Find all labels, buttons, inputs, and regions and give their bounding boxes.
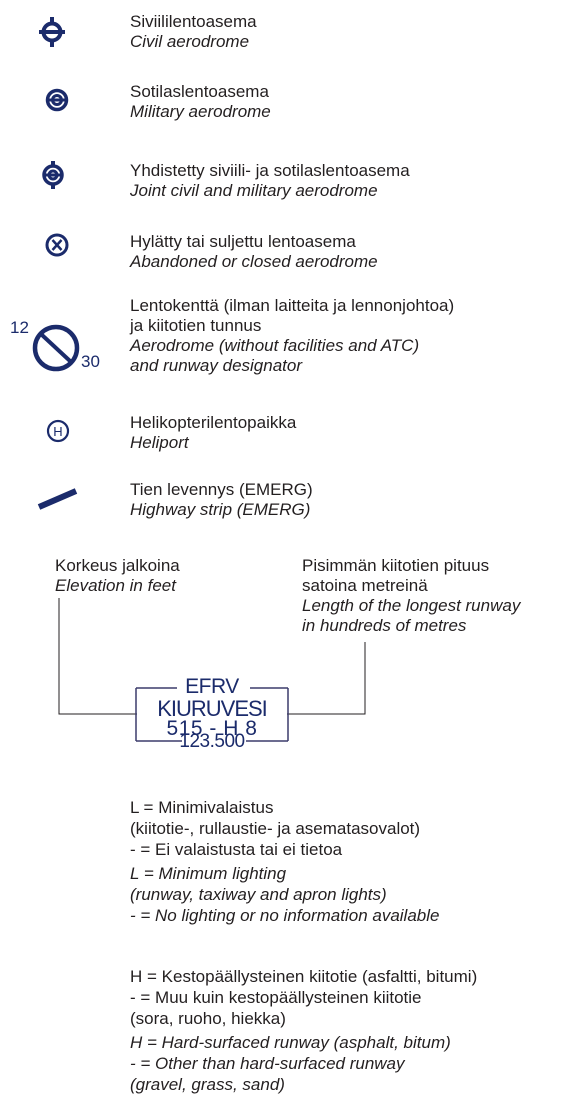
runway-length-callout: Pisimmän kiitotien pituus satoina metrei… [302,556,520,636]
surface-en1: H = Hard-surfaced runway (asphalt, bitum… [130,1033,451,1052]
joint-label-en: Joint civil and military aerodrome [130,181,378,200]
elevation-label-en: Elevation in feet [55,576,176,595]
airfield-label-fi2: ja kiitotien tunnus [130,316,262,335]
abandoned-label-fi: Hylätty tai suljettu lentoasema [130,232,356,251]
joint-aerodrome-icon [42,161,64,189]
legend-heliport-text: Helikopterilentopaikka Heliport [130,413,296,453]
aerodrome-name: KIURUVESI [157,696,268,721]
surface-explanation: H = Kestopäällysteinen kiitotie (asfaltt… [130,966,477,1095]
runway-length-fi1: Pisimmän kiitotien pituus [302,556,490,575]
lighting-explanation: L = Minimivalaistus (kiitotie-, rullaust… [130,797,439,926]
abandoned-aerodrome-icon [45,233,69,257]
runway-number-a: 12 [10,318,29,337]
military-label-en: Military aerodrome [130,102,271,121]
surface-en3: (gravel, grass, sand) [130,1075,285,1094]
surface-fi1: H = Kestopäällysteinen kiitotie (asfaltt… [130,967,478,986]
highway-label-fi: Tien levennys (EMERG) [130,480,313,499]
civil-aerodrome-icon [39,17,65,47]
runway-length-fi2: satoina metreinä [302,576,428,595]
airfield-label-fi: Lentokenttä (ilman laitteita ja lennonjo… [130,296,455,315]
highway-strip-icon [37,488,78,510]
heliport-label-en: Heliport [130,433,189,452]
heliport-icon: H [46,419,70,443]
heliport-label-fi: Helikopterilentopaikka [130,413,297,432]
surface-fi2: - = Muu kuin kestopäällysteinen kiitotie [130,988,422,1007]
lighting-fi1: L = Minimivalaistus [130,798,274,817]
airfield-icon [32,324,80,372]
aerodrome-info-line: 515 - H 8 [166,717,258,740]
highway-label-en: Highway strip (EMERG) [130,500,311,519]
lighting-en2: (runway, taxiway and apron lights) [130,885,387,904]
runway-length-en2: in hundreds of metres [302,616,467,635]
aerodrome-code: EFRV [185,675,239,698]
surface-fi3: (sora, ruoho, hiekka) [130,1009,286,1028]
civil-label-fi: Siviililentoasema [130,12,257,31]
military-label-fi: Sotilaslentoasema [130,82,269,101]
legend-civil-text: Siviililentoasema Civil aerodrome [130,12,257,52]
elevation-callout: Korkeus jalkoina Elevation in feet [55,556,180,596]
joint-label-fi: Yhdistetty siviili- ja sotilaslentoasema [130,161,410,180]
lighting-en1: L = Minimum lighting [130,864,287,883]
legend-highway-text: Tien levennys (EMERG) Highway strip (EME… [130,480,313,520]
leader-lines [58,598,366,742]
legend-abandoned-text: Hylätty tai suljettu lentoasema Abandone… [130,232,378,272]
legend-joint-text: Yhdistetty siviili- ja sotilaslentoasema… [130,161,410,201]
aerodrome-frequency: 123.500 [179,731,245,752]
military-aerodrome-icon [45,88,69,112]
lighting-fi2: (kiitotie-, rullaustie- ja asematasovalo… [130,819,421,838]
airfield-label-en2: and runway designator [130,356,303,375]
abandoned-label-en: Abandoned or closed aerodrome [130,252,378,271]
legend-military-text: Sotilaslentoasema Military aerodrome [130,82,271,122]
lighting-fi3: - = Ei valaistusta tai ei tietoa [130,840,343,859]
heliport-letter: H [53,424,62,439]
elevation-label-fi: Korkeus jalkoina [55,556,180,575]
airfield-label-en: Aerodrome (without facilities and ATC) [130,336,420,355]
runway-number-b: 30 [81,352,100,371]
runway-length-en1: Length of the longest runway [302,596,521,615]
legend-airfield-text: Lentokenttä (ilman laitteita ja lennonjo… [130,296,454,376]
civil-label-en: Civil aerodrome [130,32,250,51]
lighting-en3: - = No lighting or no information availa… [130,906,440,925]
surface-en2: - = Other than hard-surfaced runway [130,1054,405,1073]
